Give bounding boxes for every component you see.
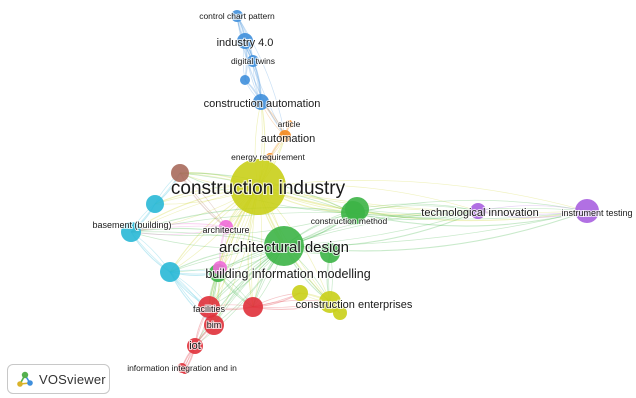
nodes-layer [121, 10, 599, 374]
node-label-architecture: architecture [202, 225, 249, 235]
node-construction-industry[interactable] [230, 159, 286, 215]
node-control-chart-pattern[interactable] [231, 10, 243, 22]
node-label-energy-requirement: energy requirement [231, 152, 305, 162]
node-node-green-c[interactable] [320, 243, 340, 263]
link-curve [352, 210, 588, 220]
link-curve [356, 208, 479, 215]
node-node-blue-b[interactable] [240, 75, 250, 85]
node-industry-4-0[interactable] [237, 33, 253, 49]
node-label-building-information-modelling: building information modelling [205, 267, 370, 281]
link-curve [257, 180, 588, 212]
node-digital-twins[interactable] [247, 55, 259, 67]
node-automation[interactable] [279, 130, 291, 142]
link-curve [257, 186, 588, 213]
node-label-construction-industry: construction industry [171, 178, 346, 199]
node-construction-enterprises[interactable] [319, 291, 341, 313]
node-label-basement-building: basement (building) [92, 220, 171, 230]
node-instrument-testing[interactable] [575, 199, 599, 223]
link-curve [236, 15, 286, 137]
node-label-construction-automation: construction automation [204, 98, 321, 110]
node-label-digital-twins: digital twins [231, 56, 275, 66]
link-curve [236, 15, 286, 137]
node-label-article: article [278, 119, 301, 129]
node-label-automation: automation [261, 133, 315, 145]
vosviewer-brand-label: VOSviewer [39, 371, 106, 387]
link-curve [283, 210, 479, 247]
vosviewer-badge[interactable]: VOSviewer [7, 364, 110, 394]
link-curve [356, 208, 479, 218]
labels-layer: construction industry architectural desig… [91, 10, 633, 374]
node-bim[interactable] [204, 315, 224, 335]
link-curve [130, 206, 354, 233]
link-curve [352, 210, 588, 227]
node-node-cyan-b[interactable] [160, 262, 180, 282]
node-node-red-a[interactable] [243, 297, 263, 317]
node-label-control-chart-pattern: control chart pattern [199, 11, 275, 21]
node-label-facilities: facilities [193, 304, 226, 314]
node-node-yellow-c[interactable] [333, 306, 347, 320]
node-iot[interactable] [187, 338, 203, 354]
node-node-green-b[interactable] [345, 197, 369, 221]
node-basement-building[interactable] [121, 222, 141, 242]
node-node-yellow-b[interactable] [292, 285, 308, 301]
link-curve [236, 15, 286, 137]
link-curve [356, 203, 479, 212]
node-label-construction-method: construction method [311, 216, 388, 226]
node-node-cyan-a[interactable] [146, 195, 164, 213]
node-label-technological-innovation: technological innovation [421, 207, 538, 219]
node-label-industry-4-0: industry 4.0 [217, 37, 274, 49]
link-curve [352, 199, 588, 214]
node-label-iot: iot [189, 340, 201, 352]
node-technological-innovation[interactable] [470, 203, 486, 219]
node-label-architectural-design: architectural design [219, 239, 349, 256]
node-architectural-design[interactable] [264, 226, 304, 266]
node-label-construction-enterprises: construction enterprises [296, 299, 413, 311]
node-energy-requirement[interactable] [266, 153, 274, 161]
vosviewer-logo-icon [16, 370, 34, 388]
node-construction-automation[interactable] [253, 94, 269, 110]
node-label-bim: bim [207, 320, 222, 330]
link-curve [283, 207, 588, 247]
node-architecture[interactable] [219, 220, 233, 234]
link-curve [283, 210, 479, 248]
link-curve [130, 212, 354, 233]
link-curve [130, 212, 354, 236]
link-curve [257, 186, 588, 222]
node-facilities[interactable] [198, 296, 220, 318]
link-curve [283, 210, 479, 247]
node-node-pink-b[interactable] [213, 261, 227, 275]
node-label-instrument-testing: instrument testing [561, 208, 632, 218]
node-node-brown[interactable] [171, 164, 189, 182]
node-article[interactable] [285, 120, 293, 128]
node-label-information-integration: information integration and in [127, 363, 237, 373]
node-node-red-b[interactable] [181, 366, 189, 374]
